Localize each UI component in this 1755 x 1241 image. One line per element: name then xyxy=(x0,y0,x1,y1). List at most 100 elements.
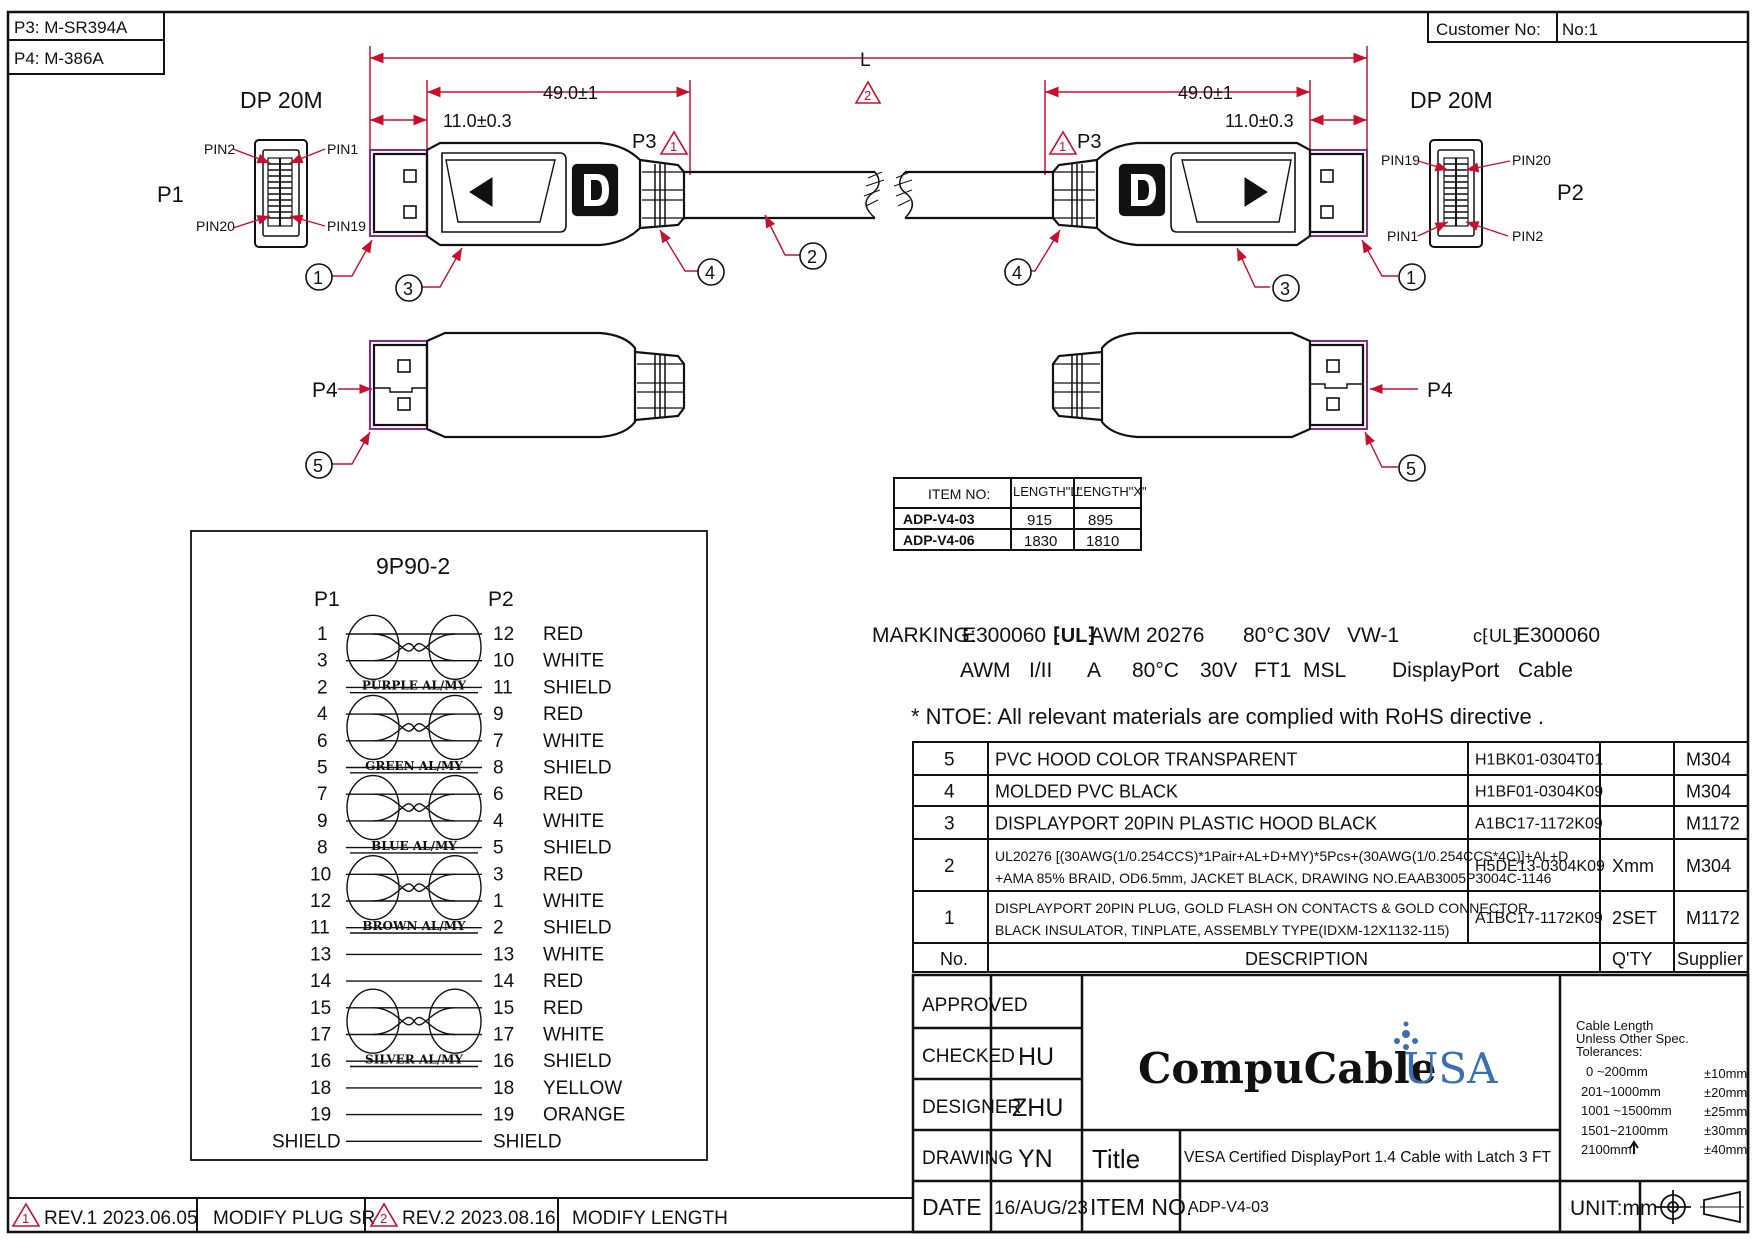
bom-row-part: H5DE13-0304K09 xyxy=(1475,858,1605,875)
svg-text:Tolerances:: Tolerances: xyxy=(1576,1044,1642,1059)
svg-text:1: 1 xyxy=(22,1211,29,1226)
wire-color: WHITE xyxy=(543,811,604,832)
p1-label: P1 xyxy=(157,182,184,207)
length-row-1-l: 915 xyxy=(1027,512,1052,529)
svg-text:5: 5 xyxy=(1406,459,1416,479)
bom-header-supplier: Supplier xyxy=(1677,949,1743,969)
dimension-lines xyxy=(369,46,1368,175)
svg-text:3: 3 xyxy=(403,279,413,299)
bom-row-supplier: M1172 xyxy=(1686,908,1740,928)
length-table-header-l: LENGTH"L" xyxy=(1013,484,1083,499)
bom-row-desc-2: +AMA 85% BRAID, OD6.5mm, JACKET BLACK, D… xyxy=(995,870,1552,886)
wiring-p1-label: P1 xyxy=(314,588,340,611)
svg-text:±40mm: ±40mm xyxy=(1704,1142,1747,1157)
marking-line-1: MARKING: E300060 ⁅UL⁆ AWM 20276 80°C 30V… xyxy=(872,624,1600,647)
svg-text:±25mm: ±25mm xyxy=(1704,1104,1747,1119)
wire-p2-pin: 19 xyxy=(493,1105,514,1126)
approved-label: APPROVED xyxy=(922,995,1028,1016)
bom-header-no: No. xyxy=(940,949,968,969)
bom-row-desc: UL20276 [(30AWG(1/0.254CCS)*1Pair+AL+D+M… xyxy=(995,848,1568,864)
p1-pin2-label: PIN2 xyxy=(204,141,235,157)
length-row-2-l: 1830 xyxy=(1024,533,1057,550)
p1-pin20-label: PIN20 xyxy=(196,218,235,234)
wire-p2-pin: 3 xyxy=(493,864,504,885)
item-no-value: ADP-V4-03 xyxy=(1188,1199,1269,1216)
twisted-pair xyxy=(346,854,482,934)
p3-label-right: P3 xyxy=(1077,131,1101,153)
right-connector-title: DP 20M xyxy=(1410,87,1493,113)
svg-text:1: 1 xyxy=(1059,139,1066,154)
drawing-border xyxy=(6,10,1750,1234)
svg-text:30V: 30V xyxy=(1200,659,1237,682)
rev-mark-1-left: 1 xyxy=(659,130,689,155)
svg-text:E300060: E300060 xyxy=(1516,624,1600,647)
balloon-3-right: 3 xyxy=(1272,274,1300,302)
svg-text:3: 3 xyxy=(1280,279,1290,299)
svg-text:Cable: Cable xyxy=(1518,659,1573,682)
twisted-pair xyxy=(346,988,482,1068)
wire-color: WHITE xyxy=(543,731,604,752)
bom-row-supplier: M304 xyxy=(1686,782,1731,802)
p2-pin2-label: PIN2 xyxy=(1512,228,1543,244)
wire-p2-pin: 11 xyxy=(493,677,513,698)
wire-p2-pin: 1 xyxy=(493,891,504,912)
right-plug-top xyxy=(893,141,1368,247)
svg-text:Unless Other Spec.: Unless Other Spec. xyxy=(1576,1031,1689,1046)
overall-length-label: L xyxy=(860,50,871,71)
wire-p1-pin: 19 xyxy=(310,1105,331,1126)
wire-color: SHIELD xyxy=(543,1051,612,1072)
designer-label: DESIGNER xyxy=(922,1097,1021,1118)
length-row-2-x: 1810 xyxy=(1086,533,1119,550)
length-table-header-x: LENGTH"X" xyxy=(1076,484,1147,499)
left-plug-top xyxy=(369,141,885,247)
svg-text:c⁅UL⁆: c⁅UL⁆ xyxy=(1473,626,1519,646)
twisted-pair xyxy=(346,614,482,694)
pair-label: BLUE AL/MY xyxy=(371,839,457,853)
wire-color: RED xyxy=(543,998,583,1019)
wire-p2-pin: 7 xyxy=(493,731,504,752)
wire-color: RED xyxy=(543,704,583,725)
wire-p2-pin: 10 xyxy=(493,651,514,672)
svg-text:USA: USA xyxy=(1403,1044,1498,1093)
wire-color: RED xyxy=(543,864,583,885)
pair-label: BROWN AL/MY xyxy=(362,919,466,933)
length-row-2-item: ADP-V4-06 xyxy=(903,532,975,548)
pair-label: GREEN AL/MY xyxy=(365,759,463,773)
wire-color: WHITE xyxy=(543,1025,604,1046)
balloon-2: 2 xyxy=(799,242,827,270)
bom-row-desc-2: BLACK INSULATOR, TINPLATE, ASSEMBLY TYPE… xyxy=(995,922,1449,938)
twisted-pair xyxy=(346,774,482,854)
bom-row-desc: MOLDED PVC BLACK xyxy=(995,782,1178,802)
left-connector-title: DP 20M xyxy=(240,87,323,113)
title-label: Title xyxy=(1092,1144,1140,1174)
customer-value: No:1 xyxy=(1562,20,1598,39)
pair-label: SILVER AL/MY xyxy=(365,1053,463,1067)
wire-p2-pin: 8 xyxy=(493,758,504,779)
balloon-5-left: 5 xyxy=(305,451,333,479)
svg-text:FT1: FT1 xyxy=(1254,659,1291,682)
bom-row-desc: DISPLAYPORT 20PIN PLUG, GOLD FLASH ON CO… xyxy=(995,900,1532,916)
wire-p1-pin: 10 xyxy=(310,864,331,885)
svg-text:80°C: 80°C xyxy=(1243,624,1290,647)
balloon-4-right: 4 xyxy=(1004,258,1032,286)
bom-row-part: A1BC17-1172K09 xyxy=(1475,910,1603,927)
svg-text:30V: 30V xyxy=(1293,624,1330,647)
tolerance-block: Cable Length Unless Other Spec. Toleranc… xyxy=(1576,1018,1747,1157)
checked-label: CHECKED xyxy=(922,1046,1015,1067)
svg-text:4: 4 xyxy=(1012,263,1022,283)
svg-text:2: 2 xyxy=(807,247,817,267)
bom-row-part: A1BC17-1172K09 xyxy=(1475,816,1603,833)
wire-p1-pin: 3 xyxy=(317,651,328,672)
p3-note: P3: M-SR394A xyxy=(14,18,128,37)
svg-text:2: 2 xyxy=(864,88,871,103)
rohs-note: * NTOE: All relevant materials are compl… xyxy=(911,704,1544,729)
pair-label: PURPLE AL/MY xyxy=(362,679,467,693)
p4-note: P4: M-386A xyxy=(14,49,104,68)
bom-row-part: H1BF01-0304K09 xyxy=(1475,784,1603,801)
p1-pin1-label: PIN1 xyxy=(327,141,358,157)
drawing-by: YN xyxy=(1018,1145,1053,1173)
svg-text:1001 ~1500mm: 1001 ~1500mm xyxy=(1581,1103,1672,1118)
